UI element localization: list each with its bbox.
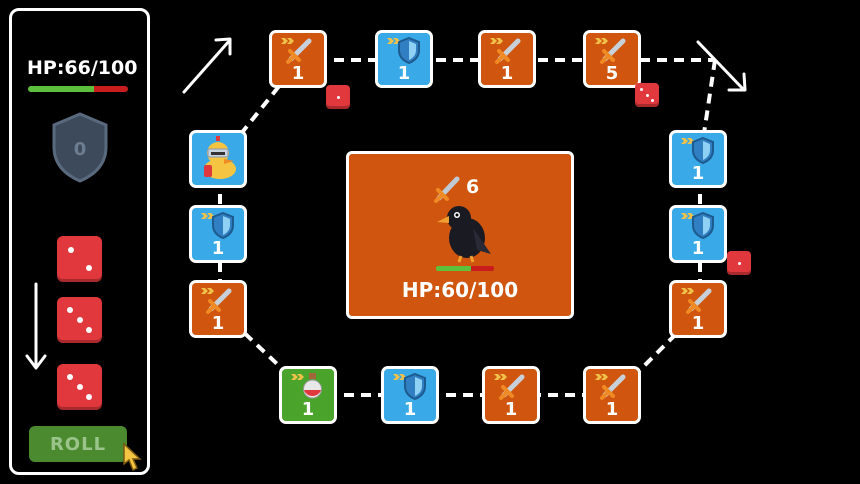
sword-icon	[201, 288, 232, 314]
board-die	[635, 83, 659, 107]
die-pip	[645, 93, 649, 97]
board-tile: 1	[189, 280, 247, 338]
board-tile: 1	[189, 205, 247, 263]
shield-icon	[387, 36, 420, 65]
dice-slot-3[interactable]	[57, 364, 102, 410]
board-die	[326, 85, 350, 109]
tile-value: 1	[291, 63, 305, 84]
board-tile: 1	[482, 366, 540, 424]
tile-value: 1	[211, 313, 225, 334]
arrow-down-right-icon	[696, 40, 747, 92]
tile-value: 1	[500, 63, 514, 84]
enemy-panel: 6 HP:60/100	[346, 151, 574, 319]
enemy-hp-bar	[436, 266, 494, 271]
tile-value: 1	[605, 399, 619, 420]
potion-icon	[291, 373, 322, 399]
sword-icon	[281, 38, 312, 64]
board-tile: 1	[669, 130, 727, 188]
board-tile: 1	[478, 30, 536, 88]
tile-value: 5	[605, 63, 619, 84]
die-pip	[67, 246, 74, 253]
duck-knight-icon	[204, 136, 236, 179]
tile-value: 1	[403, 399, 417, 420]
enemy-attack-value: 6	[466, 176, 480, 198]
board-tile: 1	[269, 30, 327, 88]
sword-icon	[681, 288, 712, 314]
tile-value: 1	[691, 238, 705, 259]
tile-value: 1	[301, 399, 315, 420]
dice-slot-2[interactable]	[57, 297, 102, 343]
player-shield-icon: 0	[52, 112, 108, 183]
crow-enemy-icon	[437, 206, 491, 263]
tile-value: 1	[397, 63, 411, 84]
die-pip	[76, 384, 83, 390]
arrow-down-icon	[25, 282, 47, 370]
shield-icon	[201, 211, 234, 240]
die-pip	[650, 98, 654, 102]
shield-icon	[681, 136, 714, 165]
player-shield-value: 0	[74, 139, 87, 160]
player-hp-fill	[28, 86, 94, 92]
enemy-hp-text: HP:60/100	[401, 278, 519, 302]
sword-icon	[595, 374, 626, 400]
die-pip	[86, 394, 93, 401]
board-tile: 1	[381, 366, 439, 424]
sword-icon	[494, 374, 525, 400]
die-pip	[66, 306, 73, 313]
player-hp-bar	[28, 86, 128, 92]
sword-icon	[434, 176, 460, 203]
enemy-hp-fill	[436, 266, 471, 271]
board-tile: 1	[669, 280, 727, 338]
roll-button[interactable]: ROLL	[29, 426, 127, 462]
cursor-hand-icon	[123, 442, 142, 472]
sword-icon	[595, 38, 626, 64]
die-pip	[86, 327, 93, 334]
board-tile: 1	[669, 205, 727, 263]
dice-slot-1[interactable]	[57, 236, 102, 282]
tile-value: 1	[691, 313, 705, 334]
die-pip	[336, 95, 340, 99]
arrow-up-right-icon	[182, 37, 232, 94]
player-hp-text: HP:66/100	[27, 57, 138, 79]
die-pip	[76, 317, 83, 323]
board-tile: 1	[279, 366, 337, 424]
die-pip	[737, 261, 741, 265]
board-tile: 1	[583, 366, 641, 424]
die-pip	[66, 373, 73, 380]
shield-icon	[393, 372, 426, 401]
die-pip	[640, 88, 644, 92]
die-pip	[85, 265, 92, 272]
tile-value: 1	[691, 163, 705, 184]
tile-value: 1	[504, 399, 518, 420]
board-die	[727, 251, 751, 275]
board-tile: 1	[375, 30, 433, 88]
player-token-tile	[189, 130, 247, 188]
player-panel	[9, 8, 150, 475]
board-tile: 5	[583, 30, 641, 88]
sword-icon	[490, 38, 521, 64]
tile-value: 1	[211, 238, 225, 259]
shield-icon	[681, 211, 714, 240]
